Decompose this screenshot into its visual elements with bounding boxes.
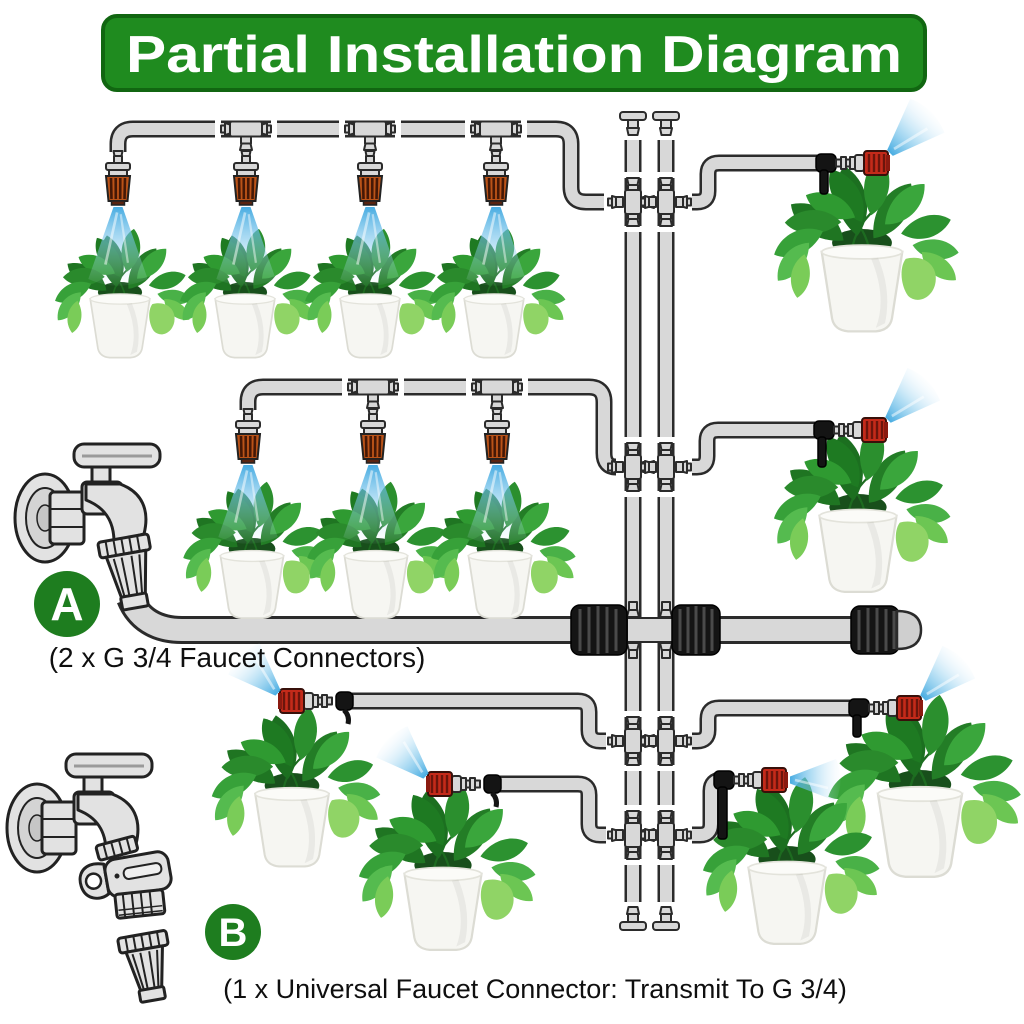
tee-connector [214, 119, 278, 151]
dripper-emitter [424, 770, 482, 798]
callout-a-letter: A [50, 578, 83, 630]
tee-connector [341, 377, 405, 409]
banner-background [101, 14, 927, 92]
pipe-plug [652, 906, 680, 931]
faucet-b-illustration [5, 752, 173, 1004]
callout-b-badge [205, 904, 261, 960]
mister-nozzle [104, 149, 132, 207]
cross-connector [640, 171, 692, 233]
dripper-emitter [732, 766, 790, 794]
g34-faucet-connector [96, 532, 152, 612]
pipe-network [109, 120, 856, 902]
potted-plant [768, 423, 952, 592]
mister-nozzle [232, 149, 260, 207]
callout-b: B (1 x Universal Faucet Connector: Trans… [205, 904, 847, 1004]
mister-nozzle [359, 407, 387, 465]
dripper-emitter [867, 694, 925, 722]
dripper-bottom-right-1 [848, 641, 980, 738]
mister-nozzle [234, 407, 262, 465]
callout-b-letter: B [219, 911, 248, 955]
callout-a-caption: (2 x G 3/4 Faucet Connectors) [49, 642, 426, 673]
potted-plant [353, 781, 537, 950]
dripper-bottom-right-2 [713, 757, 842, 840]
callout-a: A (2 x G 3/4 Faucet Connectors) [34, 571, 425, 673]
faucet-a-illustration [13, 442, 162, 612]
pipe-plug [652, 111, 680, 136]
cross-connector [640, 804, 692, 866]
universal-clamp-connector [78, 850, 173, 900]
cross-connector [640, 436, 692, 498]
pipe-plug [619, 906, 647, 931]
dripper-bottom-left-1 [223, 638, 354, 725]
outdoor-tap-icon [5, 752, 154, 874]
mister-nozzle [482, 149, 510, 207]
dripper-bottom-left-2 [371, 721, 502, 808]
callout-b-caption: (1 x Universal Faucet Connector: Transmi… [223, 974, 847, 1004]
mister-nozzle [483, 407, 511, 465]
potted-plant [767, 155, 960, 331]
mister-nozzle [356, 149, 384, 207]
dripper-mid-right [813, 363, 945, 468]
dripper-emitter [276, 687, 334, 715]
page-title: Partial Installation Diagram [126, 26, 902, 84]
cross-connector [640, 710, 692, 772]
tee-connector [464, 119, 528, 151]
g34-adapter-cone [116, 929, 170, 1004]
callout-a-badge [34, 571, 100, 637]
main-cross-manifold [570, 601, 721, 659]
potted-plant [206, 705, 382, 866]
main-end-plug [850, 605, 923, 655]
pipe-plug [619, 111, 647, 136]
tee-connector [465, 377, 529, 409]
drip-emitters [223, 93, 980, 840]
dripper-top-right [815, 93, 950, 195]
tee-connector [338, 119, 402, 151]
title-banner: Partial Installation Diagram [101, 14, 927, 92]
potted-plants [50, 155, 1022, 950]
